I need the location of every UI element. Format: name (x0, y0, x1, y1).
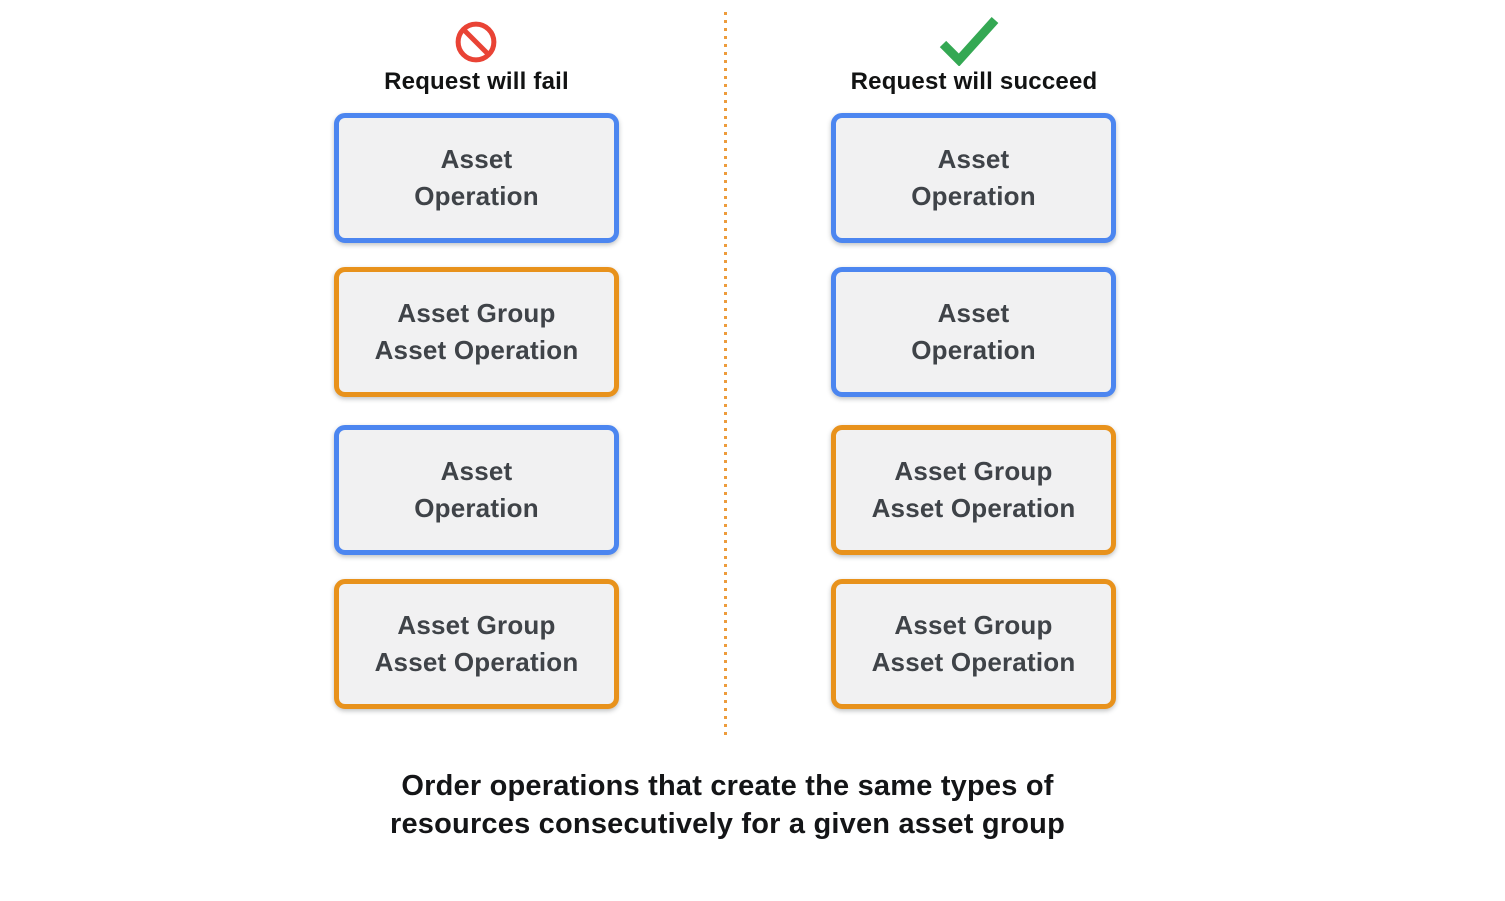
box-label: Asset Group Asset Operation (374, 298, 579, 365)
succeed-box-asset-operation-2: Asset Operation (831, 267, 1116, 397)
succeed-box-asset-group-asset-operation-2: Asset Group Asset Operation (831, 579, 1116, 709)
box-label: Asset Operation (911, 144, 1036, 211)
box-label: Asset Group Asset Operation (871, 456, 1076, 523)
fail-column-title: Request will fail (384, 68, 569, 95)
fail-box-asset-group-asset-operation-1: Asset Group Asset Operation (334, 267, 619, 397)
fail-box-asset-operation-1: Asset Operation (334, 113, 619, 243)
box-label: Asset Group Asset Operation (871, 610, 1076, 677)
box-label: Asset Operation (414, 456, 539, 523)
prohibition-icon (455, 21, 497, 63)
succeed-box-asset-group-asset-operation-1: Asset Group Asset Operation (831, 425, 1116, 555)
box-label: Asset Group Asset Operation (374, 610, 579, 677)
check-icon (939, 16, 999, 66)
succeed-column-title: Request will succeed (850, 68, 1098, 95)
box-label: Asset Operation (414, 144, 539, 211)
fail-box-asset-operation-2: Asset Operation (334, 425, 619, 555)
dotted-divider (724, 12, 727, 740)
diagram-caption: Order operations that create the same ty… (389, 770, 1066, 840)
fail-box-asset-group-asset-operation-2: Asset Group Asset Operation (334, 579, 619, 709)
box-label: Asset Operation (911, 298, 1036, 365)
succeed-box-asset-operation-1: Asset Operation (831, 113, 1116, 243)
